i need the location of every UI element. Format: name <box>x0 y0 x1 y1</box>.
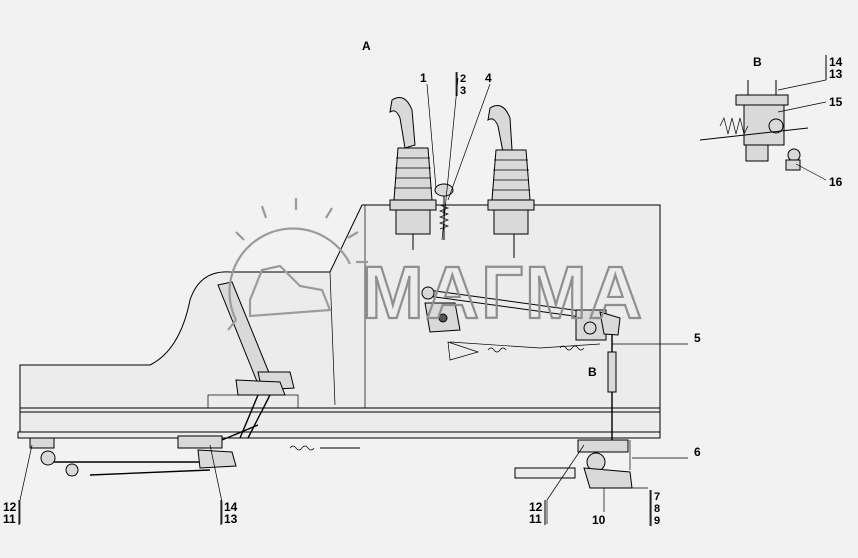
callout-7: 7 <box>654 491 660 503</box>
callout-11-left: 11 <box>3 512 16 526</box>
callout-12-left: 12 <box>3 500 17 514</box>
callout-6: 6 <box>694 445 701 459</box>
watermark-logo: МАГМА <box>227 198 644 335</box>
left-joystick <box>389 97 437 250</box>
callout-12-right: 12 <box>529 500 543 514</box>
leader-lines <box>19 56 827 526</box>
callout-10: 10 <box>592 513 606 527</box>
lower-linkage <box>29 424 633 489</box>
callout-14-bottom: 14 <box>224 500 238 514</box>
detail-view-b <box>699 80 809 171</box>
callout-9: 9 <box>654 515 660 527</box>
callout-13-bottom: 13 <box>224 512 238 526</box>
callout-separators <box>18 55 827 526</box>
callout-5: 5 <box>694 331 701 345</box>
callout-13-detail: 13 <box>829 67 843 81</box>
callout-11-right: 11 <box>529 512 542 526</box>
view-label-b: B <box>753 55 762 69</box>
callout-2: 2 <box>460 73 466 85</box>
callout-16: 16 <box>829 175 843 189</box>
callout-4: 4 <box>485 71 492 85</box>
linkage-rods <box>421 286 621 440</box>
cab-frame <box>17 204 661 439</box>
callout-15: 15 <box>829 95 843 109</box>
callout-3: 3 <box>460 85 466 97</box>
callout-1: 1 <box>420 71 427 85</box>
callout-8: 8 <box>654 503 660 515</box>
callout-14-detail: 14 <box>829 55 843 69</box>
view-label-a: A <box>362 39 371 53</box>
view-arrow-b: B <box>588 365 597 379</box>
right-joystick <box>487 105 535 258</box>
watermark-text: МАГМА <box>362 251 644 334</box>
